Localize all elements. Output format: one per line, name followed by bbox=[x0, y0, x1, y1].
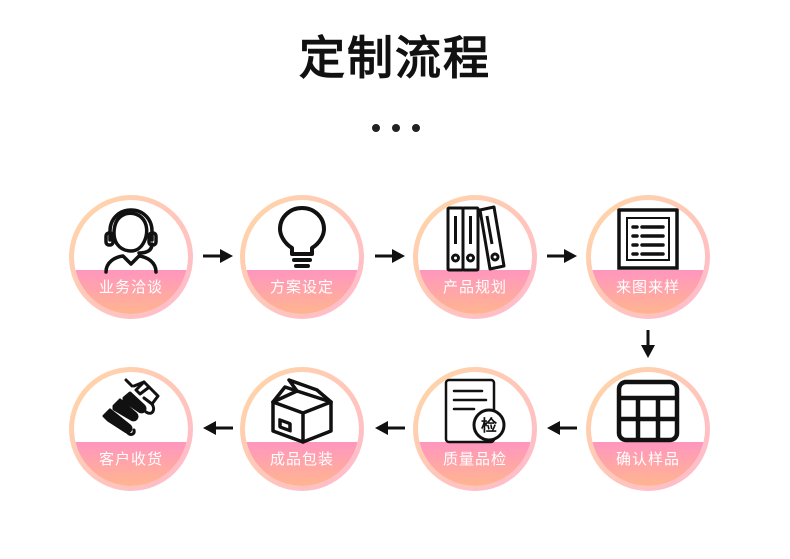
step-plan-setting: 方案设定 bbox=[240, 195, 364, 319]
arrow-down-icon bbox=[641, 330, 655, 358]
arrow-left-icon bbox=[547, 421, 577, 435]
step-label: 来图来样 bbox=[615, 278, 680, 296]
arrow-right-icon bbox=[547, 249, 577, 263]
page-title: 定制流程 bbox=[299, 31, 491, 85]
step-confirm-sample: 确认样品 bbox=[586, 367, 710, 491]
step-label: 确认样品 bbox=[615, 450, 680, 468]
binders-icon bbox=[446, 205, 506, 272]
step-label: 成品包装 bbox=[269, 450, 334, 468]
document-list-icon bbox=[617, 208, 679, 270]
arrow-right-icon bbox=[375, 249, 405, 263]
lightbulb-icon bbox=[278, 206, 326, 268]
dot bbox=[392, 124, 400, 132]
step-label: 方案设定 bbox=[269, 278, 334, 296]
arrow-left-icon bbox=[203, 421, 233, 435]
quality-check-icon: 检 bbox=[444, 378, 506, 444]
step-product-planning: 产品规划 bbox=[413, 195, 537, 319]
step-label: 产品规划 bbox=[442, 278, 507, 296]
headset-person-icon bbox=[104, 208, 158, 274]
handshake-icon bbox=[102, 378, 160, 436]
step-quality-check: 检 质量品检 bbox=[413, 367, 537, 491]
arrow-right-icon bbox=[203, 249, 233, 263]
step-label: 客户收货 bbox=[98, 450, 163, 468]
decorative-dots bbox=[372, 124, 420, 132]
step-label: 质量品检 bbox=[442, 450, 507, 468]
grid-table-icon bbox=[616, 379, 680, 443]
arrow-left-icon bbox=[375, 421, 405, 435]
step-drawing-sample: 来图来样 bbox=[586, 195, 710, 319]
dot bbox=[372, 124, 380, 132]
step-packaging: 成品包装 bbox=[240, 367, 364, 491]
check-badge-text: 检 bbox=[481, 416, 497, 435]
step-business-talk: 业务洽谈 bbox=[69, 195, 193, 319]
dot bbox=[412, 124, 420, 132]
package-box-icon bbox=[271, 378, 333, 444]
step-label: 业务洽谈 bbox=[98, 278, 163, 296]
step-customer-receipt: 客户收货 bbox=[69, 367, 193, 491]
